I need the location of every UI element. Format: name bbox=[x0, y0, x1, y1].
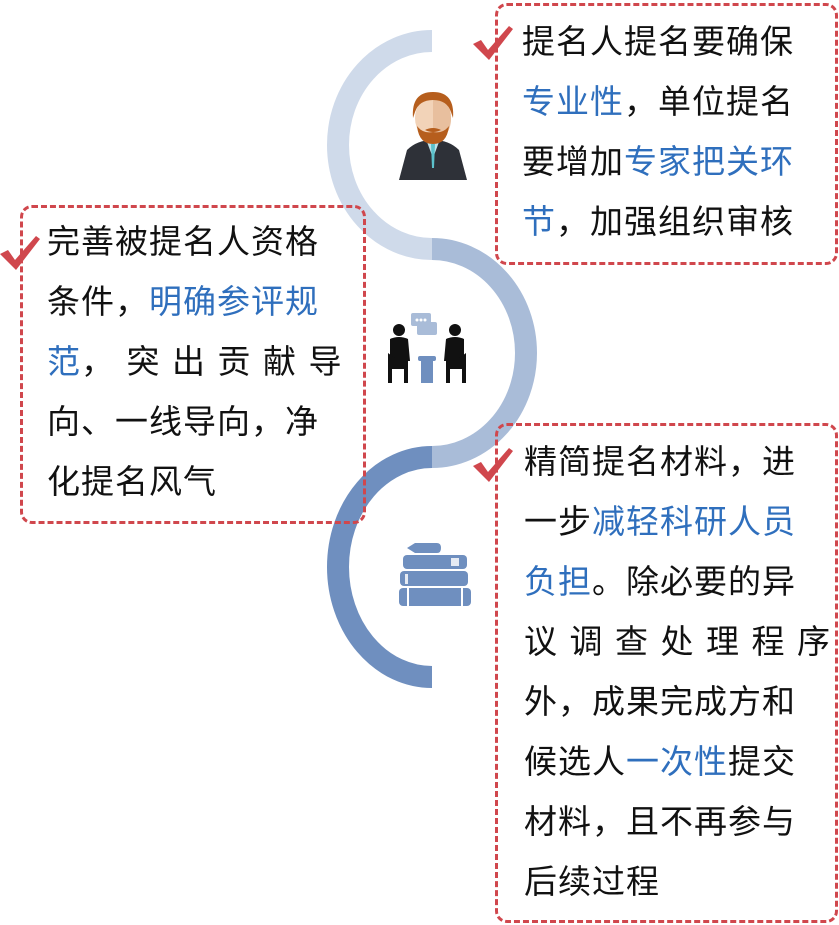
text-line: 材料，且不再参与 bbox=[524, 802, 796, 841]
text-line: 节，加强组织审核 bbox=[522, 202, 794, 241]
text-line: 化提名风气 bbox=[47, 462, 217, 501]
text-line: 议 调 查 处 理 程 序 bbox=[524, 622, 831, 661]
text-line: 负担。除必要的异 bbox=[524, 562, 796, 601]
text-line: 向、一线导向，净 bbox=[47, 402, 319, 441]
books-icon bbox=[399, 543, 471, 606]
person-icon bbox=[399, 92, 467, 180]
text-left: 完善被提名人资格 条件，明确参评规 范， 突 出 贡 献 导 向、一线导向，净 … bbox=[47, 212, 359, 512]
arc-top bbox=[327, 30, 433, 260]
text-box-top-right bbox=[495, 3, 838, 265]
text-bottom-right: 精简提名材料，进 一步减轻科研人员 负担。除必要的异 议 调 查 处 理 程 序… bbox=[524, 432, 834, 912]
text-line: 候选人一次性提交 bbox=[524, 742, 796, 781]
text-line: 提名人提名要确保 bbox=[522, 22, 794, 61]
text-line: 范， 突 出 贡 献 导 bbox=[47, 342, 343, 381]
text-line: 专业性，单位提名 bbox=[522, 82, 794, 121]
meeting-icon bbox=[388, 313, 466, 383]
checkmark-icon bbox=[473, 448, 513, 482]
text-line: 后续过程 bbox=[524, 862, 660, 901]
checkmark-icon bbox=[473, 26, 513, 60]
arc-bottom bbox=[327, 446, 433, 688]
text-box-left bbox=[20, 205, 366, 524]
text-top-right: 提名人提名要确保 专业性，单位提名 要增加专家把关环 节，加强组织审核 bbox=[522, 12, 832, 252]
text-line: 条件，明确参评规 bbox=[47, 282, 319, 321]
text-line: 完善被提名人资格 bbox=[47, 222, 319, 261]
text-box-bottom-right bbox=[495, 423, 838, 923]
checkmark-icon bbox=[0, 236, 40, 270]
text-line: 外，成果完成方和 bbox=[524, 682, 796, 721]
text-line: 要增加专家把关环 bbox=[522, 142, 794, 181]
text-line: 精简提名材料，进 bbox=[524, 442, 796, 481]
text-line: 一步减轻科研人员 bbox=[524, 502, 796, 541]
arc-middle bbox=[431, 238, 537, 468]
